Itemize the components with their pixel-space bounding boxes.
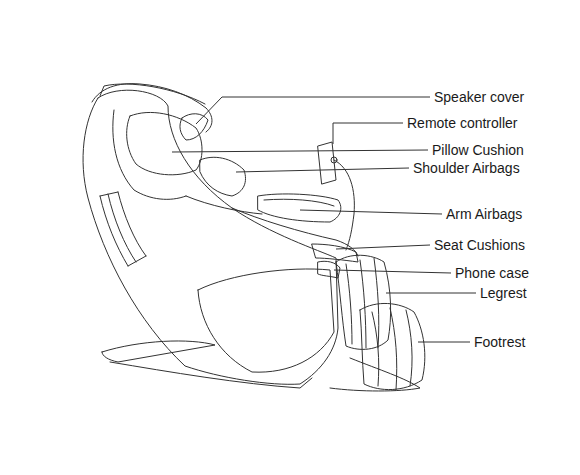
seat-cushion — [312, 244, 358, 262]
leader-line — [386, 293, 476, 294]
remote-controller — [318, 142, 336, 184]
part-label: Shoulder Airbags — [413, 160, 520, 176]
remote-stand — [334, 160, 354, 250]
chair-headrest — [100, 84, 205, 104]
side-panel — [198, 269, 334, 372]
part-label: Remote controller — [407, 115, 518, 131]
arm-airbag — [264, 199, 334, 206]
leader-line — [196, 97, 430, 124]
chair-headrest — [92, 84, 212, 132]
part-label: Phone case — [455, 265, 529, 281]
footrest — [372, 308, 412, 390]
leader-line — [334, 270, 451, 273]
part-label: Seat Cushions — [434, 237, 525, 253]
chair-back — [186, 196, 262, 214]
chair-inner — [113, 110, 186, 199]
part-label: Arm Airbags — [446, 206, 522, 222]
side-groove — [100, 192, 146, 266]
shoulder-airbag — [200, 157, 246, 196]
leader-line — [236, 168, 409, 172]
footrest — [360, 303, 425, 389]
chair-shell — [83, 90, 338, 384]
remote-stand — [331, 157, 337, 163]
side-groove — [118, 192, 146, 256]
chair-base — [102, 341, 215, 362]
leader-line — [336, 245, 430, 249]
leader-line — [300, 210, 442, 214]
part-label: Speaker cover — [434, 89, 524, 105]
side-groove — [100, 196, 128, 266]
arm-airbag — [258, 194, 341, 222]
legrest — [336, 255, 391, 349]
part-label: Footrest — [474, 334, 525, 350]
pillow-cushion — [127, 112, 202, 174]
leader-line — [418, 342, 470, 343]
part-label: Pillow Cushion — [432, 142, 524, 158]
leader-line — [172, 150, 428, 152]
leader-line — [333, 123, 403, 144]
part-label: Legrest — [480, 285, 527, 301]
chair-base — [330, 358, 420, 391]
side-groove — [108, 194, 136, 262]
